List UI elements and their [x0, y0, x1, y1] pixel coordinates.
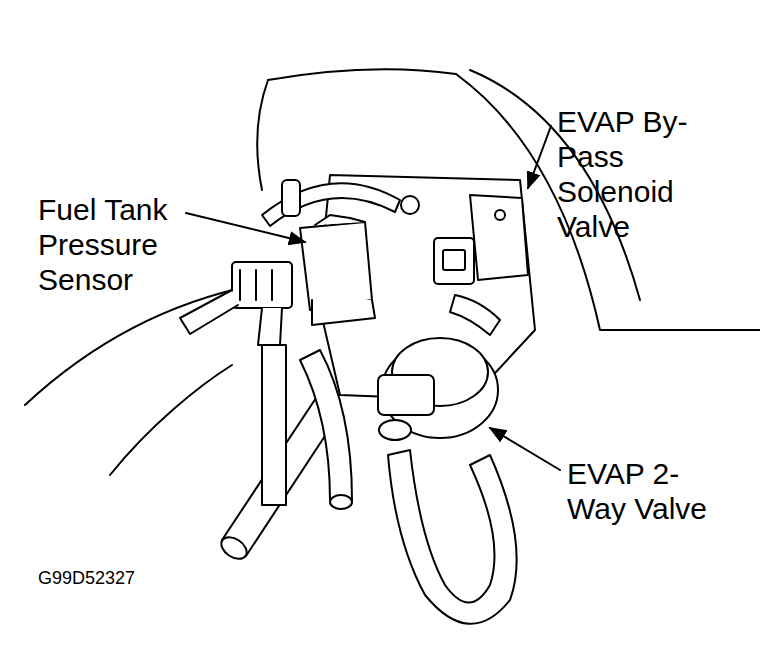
part-label: Fuel Tank Pressure Sensor — [38, 192, 208, 297]
leader-lines — [186, 126, 560, 470]
valve-port — [379, 420, 411, 440]
bolt — [495, 210, 505, 220]
u-hose — [388, 450, 517, 624]
bolt — [401, 196, 419, 214]
part-label: EVAP 2-Way Valve — [567, 456, 717, 526]
body-panel-line — [110, 365, 232, 475]
leader-arrow — [528, 126, 551, 188]
figure-number: G99D52327 — [38, 566, 238, 590]
body-panel-line — [257, 80, 268, 190]
leader-arrow — [186, 213, 305, 242]
sensor-wire — [258, 308, 282, 345]
valve-clamp — [378, 375, 434, 415]
solenoid-port — [450, 295, 500, 335]
leader-arrow — [490, 428, 560, 470]
part-label: EVAP By-Pass Solenoid Valve — [557, 104, 727, 244]
body-panel-line — [268, 69, 456, 80]
sensor-top — [315, 215, 365, 225]
solenoid-bracket — [470, 195, 528, 280]
two-way-valve — [378, 338, 498, 440]
bypass-solenoid — [401, 195, 528, 335]
hose-end — [217, 533, 250, 564]
hose-end — [330, 495, 352, 509]
body-panel — [25, 69, 760, 475]
connector-ribs — [240, 270, 272, 300]
body-panel-line — [25, 285, 255, 405]
sensor-connector — [232, 262, 292, 308]
sensor-wire — [180, 290, 238, 334]
connector-latch — [443, 250, 465, 270]
pressure-sensor — [180, 180, 400, 345]
solenoid-connector — [434, 238, 474, 284]
sensor-base — [312, 300, 375, 325]
sensor-body — [300, 222, 372, 310]
hose — [262, 345, 286, 505]
hose-nipple — [282, 180, 300, 216]
